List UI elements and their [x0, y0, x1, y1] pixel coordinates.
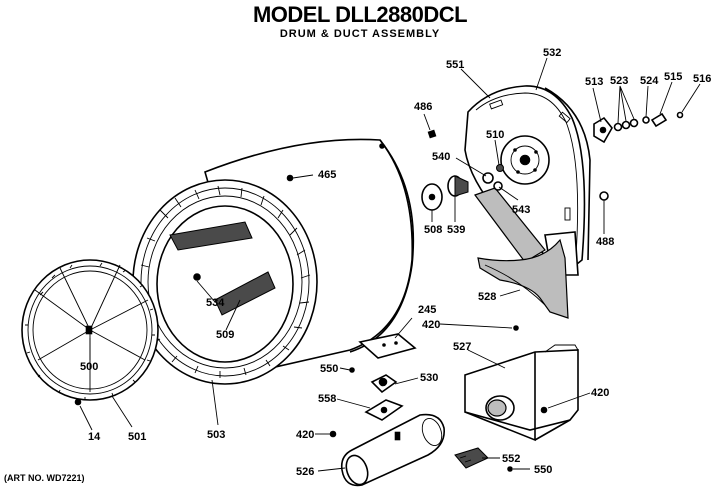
- label-530: 530: [420, 372, 438, 384]
- leader-lines: [79, 57, 701, 472]
- label-523: 523: [610, 75, 628, 87]
- label-550-upper: 550: [320, 363, 338, 375]
- label-500: 500: [80, 361, 98, 373]
- label-465: 465: [318, 169, 336, 181]
- hub-part-539[interactable]: [447, 175, 469, 197]
- label-510: 510: [486, 129, 504, 141]
- label-534: 534: [206, 297, 225, 309]
- label-509: 509: [216, 329, 234, 341]
- door-ring-part-501[interactable]: [21, 259, 159, 401]
- screw-part-486[interactable]: [427, 129, 437, 139]
- heater-part-526[interactable]: [340, 413, 446, 488]
- label-539: 539: [447, 224, 465, 236]
- pulley-part-508[interactable]: [421, 183, 443, 211]
- label-526: 526: [296, 466, 314, 478]
- label-528: 528: [478, 291, 496, 303]
- label-486: 486: [414, 101, 432, 113]
- screw-part-420-upper[interactable]: [513, 325, 519, 331]
- bearing-part-524[interactable]: [642, 116, 650, 124]
- label-552: 552: [502, 453, 520, 465]
- screw-part-420-lower[interactable]: [540, 406, 548, 414]
- thermostat-part-530[interactable]: [370, 374, 398, 394]
- screw-part-550-upper[interactable]: [349, 367, 355, 373]
- washers-part-523[interactable]: [613, 118, 639, 132]
- label-501: 501: [128, 431, 146, 443]
- label-515: 515: [664, 71, 682, 83]
- label-14: 14: [88, 431, 101, 443]
- label-508: 508: [424, 224, 442, 236]
- model-title: MODEL DLL2880DCL: [252, 2, 468, 27]
- label-532: 532: [543, 47, 561, 59]
- label-513: 513: [585, 76, 603, 88]
- washer-part-516[interactable]: [676, 111, 684, 119]
- label-524: 524: [640, 75, 659, 87]
- art-number: (ART NO. WD7221): [4, 473, 85, 483]
- bearing-part-510[interactable]: [496, 164, 504, 172]
- label-488: 488: [596, 236, 614, 248]
- label-550-lower: 550: [534, 464, 552, 476]
- bearing-housing-part-513[interactable]: [593, 116, 613, 144]
- label-503: 503: [207, 429, 225, 441]
- label-543: 543: [512, 204, 530, 216]
- fastener-part-488[interactable]: [599, 191, 609, 201]
- label-420-lower: 420: [591, 387, 609, 399]
- sensor-part-558[interactable]: [364, 399, 404, 421]
- base-duct-part-527[interactable]: [464, 344, 579, 442]
- label-516: 516: [693, 73, 711, 85]
- assembly-subtitle: DRUM & DUCT ASSEMBLY: [279, 28, 441, 40]
- screw-part-14[interactable]: [74, 398, 82, 406]
- bracket-part-245[interactable]: [358, 333, 417, 359]
- screw-part-550-lower[interactable]: [507, 466, 513, 472]
- duct-part-528[interactable]: [477, 238, 569, 319]
- label-245: 245: [418, 304, 436, 316]
- washer-part-543[interactable]: [493, 181, 503, 191]
- washer-part-540[interactable]: [482, 172, 494, 184]
- part-labels: 532 551 513 523 524 515 516 486 510 540 …: [80, 47, 711, 478]
- screw-part-420-heater[interactable]: [329, 430, 337, 438]
- label-558: 558: [318, 393, 336, 405]
- label-420-upper: 420: [422, 319, 440, 331]
- clip-part-515[interactable]: [650, 112, 668, 128]
- label-540: 540: [432, 151, 450, 163]
- label-527: 527: [453, 341, 471, 353]
- label-420-heater: 420: [296, 429, 314, 441]
- drum-part-503[interactable]: [132, 138, 415, 385]
- label-551: 551: [446, 59, 464, 71]
